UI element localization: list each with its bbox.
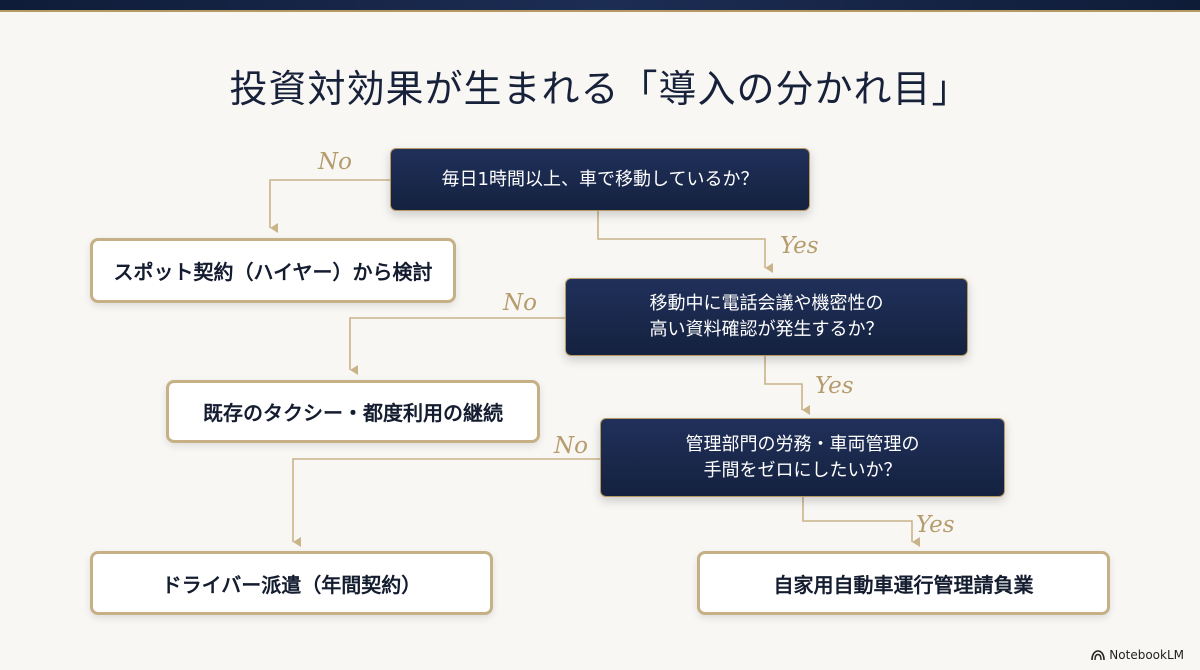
question-2-line-1: 移動中に電話会議や機密性の (649, 293, 884, 314)
connector-q1-yes (597, 211, 773, 273)
outcome-existing-taxi: 既存のタクシー・都度利用の継続 (166, 380, 540, 443)
label-no-1: No (318, 149, 352, 175)
outcome-operation-management: 自家用自動車運行管理請負業 (697, 551, 1110, 615)
question-box-3: 管理部門の労務・車両管理の 手間をゼロにしたいか？ (600, 418, 1005, 497)
connector-q3-yes (802, 497, 920, 547)
connector-q1-no (269, 179, 390, 233)
outcome-spot-contract: スポット契約（ハイヤー）から検討 (90, 238, 456, 303)
top-bar-accent (0, 10, 1200, 12)
question-3-line-2: 手間をゼロにしたいか？ (703, 459, 902, 481)
label-yes-3: Yes (916, 512, 955, 538)
brand-watermark: NotebookLM (1091, 648, 1184, 662)
question-3-line-1: 管理部門の労務・車両管理の (685, 433, 920, 455)
question-1-text: 毎日1時間以上、車で移動しているか？ (441, 168, 759, 190)
connector-q2-yes (764, 356, 810, 415)
label-yes-1: Yes (780, 233, 819, 259)
label-yes-2: Yes (815, 373, 854, 399)
label-no-3: No (554, 433, 588, 459)
question-box-2: 移動中に電話会議や機密性の 高い資料確認が発生するか？ (565, 278, 968, 356)
connector-q3-no (292, 458, 600, 547)
question-box-1: 毎日1時間以上、車で移動しているか？ (390, 148, 810, 211)
notebooklm-logo-icon (1091, 649, 1106, 660)
outcome-driver-dispatch: ドライバー派遣（年間契約） (90, 551, 493, 615)
page-title: 投資対効果が生まれる「導入の分かれ目」 (229, 67, 971, 111)
question-2-line-2: 高い資料確認が発生するか？ (649, 319, 884, 340)
label-no-2: No (503, 290, 537, 316)
brand-label: NotebookLM (1109, 648, 1184, 662)
connector-q2-no (349, 317, 565, 375)
top-bar (0, 0, 1200, 10)
